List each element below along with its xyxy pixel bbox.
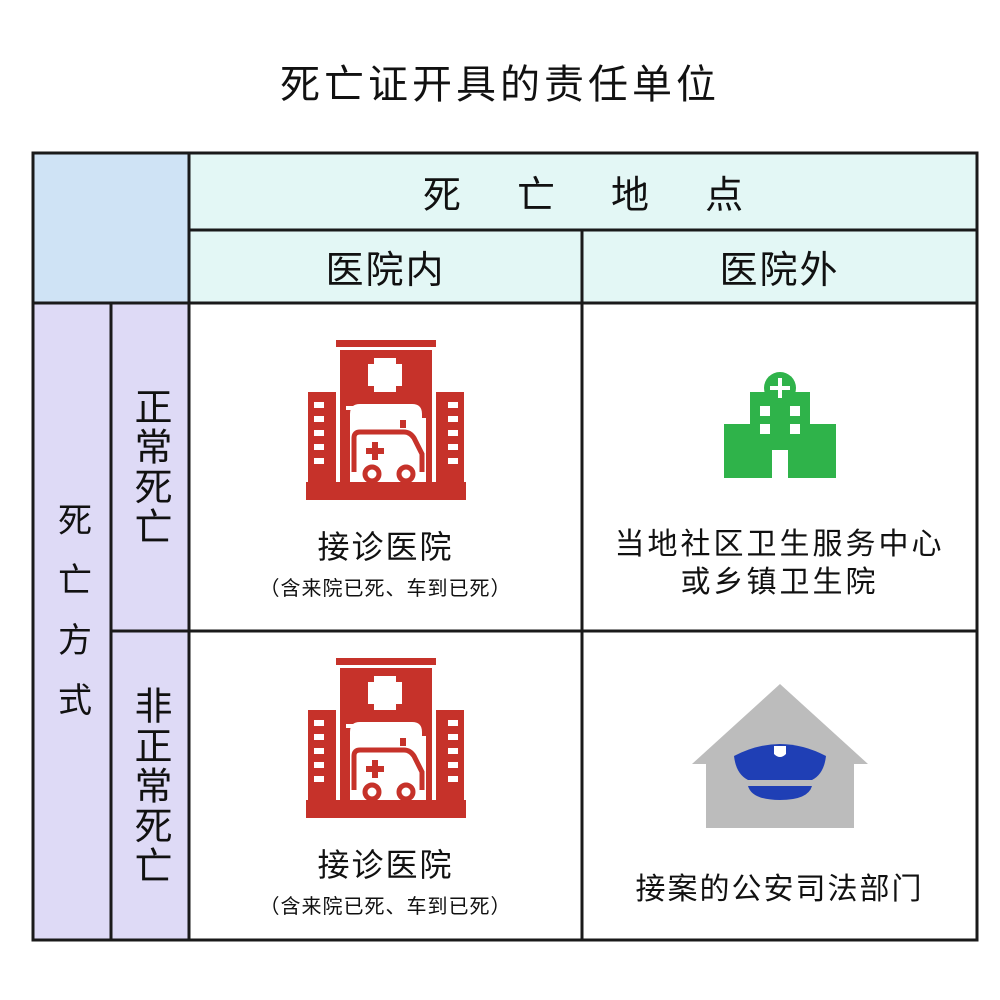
cell-abnormal-outside: 接案的公安司法部门 [582, 631, 977, 940]
responsible-unit-label: 接案的公安司法部门 [635, 871, 924, 907]
responsible-unit-note: （含来院已死、车到已死） [259, 894, 512, 918]
header-location: 死 亡 地 点 [189, 153, 977, 230]
responsible-unit-label: 接诊医院 [317, 527, 454, 566]
table-corner [33, 153, 189, 303]
side-abnormal: 非正常死亡 [111, 631, 189, 940]
police-station-icon [691, 683, 868, 828]
side-manner: 死亡方式 [33, 303, 111, 940]
row-abnormal-label: 非正常死亡 [128, 685, 172, 886]
cell-abnormal-inside: 接诊医院 （含来院已死、车到已死） [189, 631, 582, 940]
page-title: 死亡证开具的责任单位 [280, 62, 720, 108]
row-normal-label: 正常死亡 [128, 387, 172, 547]
hospital-ambulance-icon [305, 339, 466, 500]
hospital-ambulance-icon [305, 658, 466, 818]
cell-normal-outside: 当地社区卫生服务中心 或乡镇卫生院 [582, 303, 977, 631]
responsible-unit-line-2: 或乡镇卫生院 [680, 565, 879, 600]
col-outside-label: 医院外 [719, 248, 840, 292]
responsible-unit-line-1: 当地社区卫生服务中心 [614, 527, 945, 562]
col-inside-label: 医院内 [325, 248, 446, 292]
cell-normal-inside: 接诊医院 （含来院已死、车到已死） [189, 303, 582, 631]
header-inside-hospital: 医院内 [189, 230, 582, 303]
header-outside-hospital: 医院外 [582, 230, 977, 303]
responsible-unit-note: （含来院已死、车到已死） [259, 575, 512, 600]
location-title: 死 亡 地 点 [422, 173, 766, 217]
clinic-building-icon [723, 372, 836, 478]
side-normal: 正常死亡 [111, 303, 189, 631]
responsible-unit-label: 当地社区卫生服务中心 或乡镇卫生院 [615, 526, 945, 602]
responsible-unit-label: 接诊医院 [317, 846, 454, 884]
manner-title: 死亡方式 [51, 501, 92, 742]
